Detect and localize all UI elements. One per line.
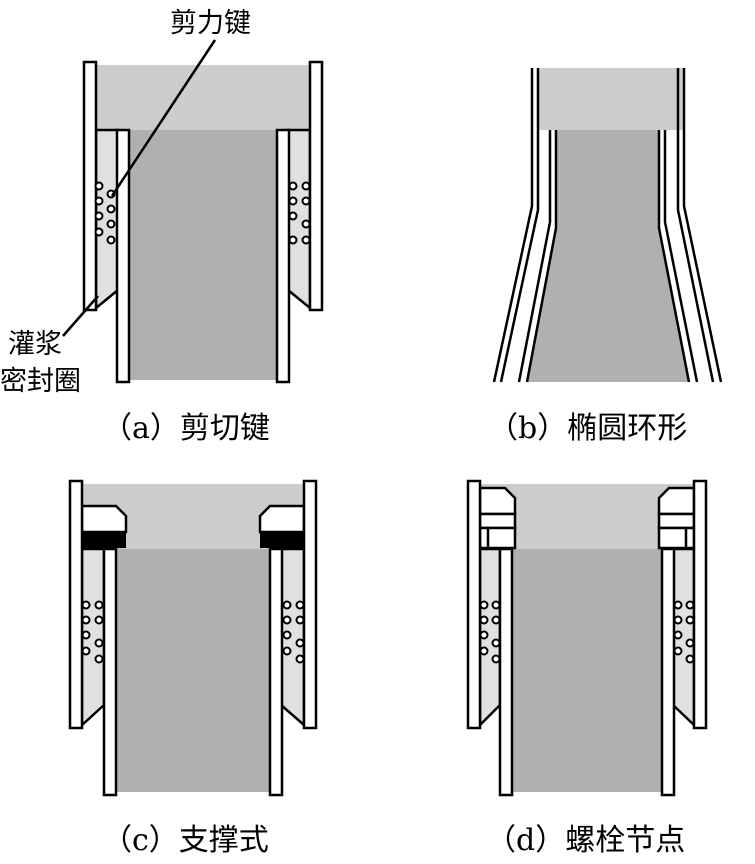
caption-d: （d）螺栓节点 [486, 823, 685, 858]
upper-grout-region [96, 65, 310, 130]
caption-c: （c）支撑式 [102, 823, 269, 858]
grout-seal-leader [62, 295, 99, 337]
left-shear-keys [94, 181, 116, 245]
shear-key-label: 剪力键 [170, 8, 251, 39]
left-bolt-head [478, 486, 517, 516]
right-shear-keys [673, 600, 695, 664]
left-outer-plate [68, 479, 84, 730]
left-black-pad [82, 532, 126, 548]
lower-grout-region [128, 130, 278, 380]
panel-a-shear-key: 剪力键 灌浆 密封圈 [0, 8, 324, 397]
lower-grout-region [115, 549, 270, 792]
right-outer-plate [692, 479, 708, 730]
right-outer-plate [302, 479, 318, 730]
right-shear-keys [282, 600, 305, 664]
left-inner-tube [498, 547, 514, 797]
lower-grout-region [528, 130, 690, 382]
right-outer-wall-a [676, 68, 715, 383]
right-outer-plate [308, 60, 324, 312]
left-outer-wall-a [492, 68, 534, 383]
left-inner-wall-b [525, 130, 558, 383]
right-bolt-washer [657, 512, 696, 530]
right-shear-keys [288, 181, 311, 245]
left-inner-wall-a [517, 130, 552, 383]
left-inner-tube [115, 128, 131, 384]
right-inner-tube [275, 128, 291, 384]
caption-a: （a）剪切键 [102, 411, 270, 446]
left-outer-wall-b [499, 68, 540, 383]
left-outer-plate [466, 479, 482, 730]
right-bolt-nut [657, 526, 696, 550]
right-bolt-head [657, 486, 696, 516]
left-shear-keys [81, 600, 104, 664]
right-inner-tube [268, 547, 284, 797]
panel-d-bolted-joint [466, 479, 708, 797]
left-support-bracket [80, 504, 128, 534]
upper-grout-region [537, 68, 683, 130]
left-inner-tube [102, 547, 118, 797]
right-inner-wall-a [657, 130, 691, 383]
left-bolt-washer [478, 512, 517, 530]
right-inner-tube [660, 547, 676, 797]
grout-seal-label-line1: 灌浆 [8, 329, 62, 360]
right-support-bracket [258, 504, 306, 534]
panel-c-supported [68, 479, 318, 797]
shear-key-leader [110, 39, 217, 197]
lower-grout-region [511, 549, 663, 792]
left-shear-keys [479, 600, 501, 664]
caption-b: （b）椭圆环形 [488, 411, 687, 446]
grout-seal-label-line2: 密封圈 [0, 366, 81, 397]
left-outer-plate [82, 60, 98, 312]
right-black-pad [260, 532, 304, 548]
panel-b-elliptical-ring [492, 68, 723, 383]
right-inner-wall-b [663, 130, 699, 383]
left-bolt-nut [478, 526, 517, 550]
right-outer-wall-b [682, 68, 723, 383]
